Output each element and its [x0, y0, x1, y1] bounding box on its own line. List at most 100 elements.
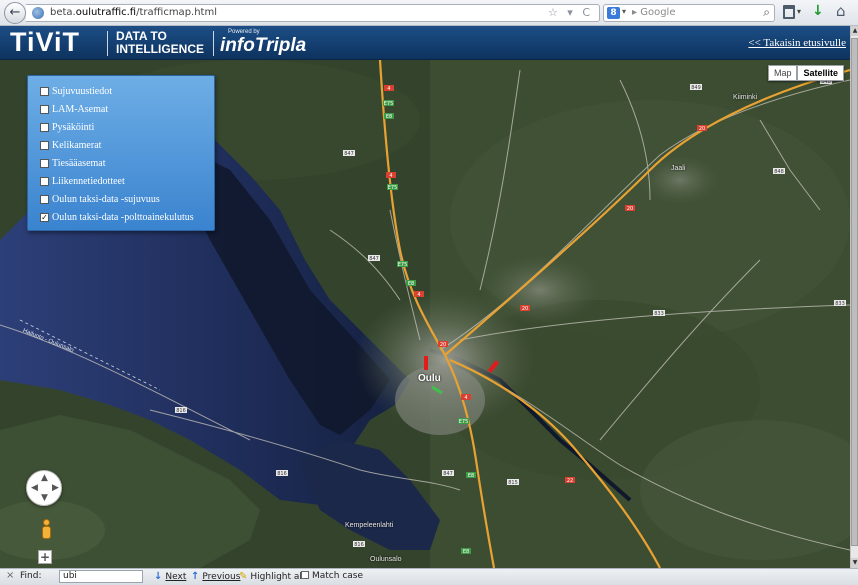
svg-text:833: 833 — [835, 301, 845, 307]
layer-checkbox[interactable] — [40, 195, 49, 204]
download-icon[interactable]: ↓ — [812, 3, 824, 19]
map-label-kempeleenlahti: Kempeleenlahti — [345, 522, 394, 529]
layer-pysakointi[interactable]: Pysäköinti — [28, 121, 214, 139]
svg-text:20: 20 — [699, 126, 705, 132]
map-type-control: Map Satellite — [767, 65, 844, 81]
svg-text:E75: E75 — [459, 419, 469, 425]
page-scrollbar[interactable]: ▲ ▼ — [850, 26, 858, 568]
svg-text:20: 20 — [522, 306, 528, 312]
data-to-intelligence-logo: DATA TO INTELLIGENCE — [116, 29, 205, 56]
match-case-checkbox[interactable]: Match case — [301, 571, 363, 581]
url-text: beta.oulutraffic.fi/trafficmap.html — [50, 7, 217, 18]
svg-text:815: 815 — [508, 480, 518, 486]
find-bar: × Find: ubi ↓Next ↑Previous ✎Highlight a… — [0, 568, 858, 585]
url-bar[interactable]: beta.oulutraffic.fi/trafficmap.html ☆ ▾ … — [26, 4, 600, 22]
layer-checkbox[interactable] — [40, 159, 49, 168]
close-icon[interactable]: × — [6, 570, 15, 581]
layer-sujuvuustiedot[interactable]: Sujuvuustiedot — [28, 85, 214, 103]
svg-text:847: 847 — [344, 151, 354, 157]
infotripla-logo: infoTripla — [220, 35, 307, 56]
map-label-jaali: Jaali — [671, 165, 686, 172]
layer-panel: Sujuvuustiedot LAM-Asemat Pysäköinti Kel… — [27, 75, 215, 231]
zoom-in-button[interactable]: + — [38, 550, 52, 564]
logo-divider — [213, 31, 214, 56]
layer-liikennetiedotteet[interactable]: Liikennetiedotteet — [28, 175, 214, 193]
layer-taksi-sujuvuus[interactable]: Oulun taksi-data -sujuvuus — [28, 193, 214, 211]
layer-checkbox[interactable] — [40, 87, 49, 96]
svg-text:848: 848 — [821, 79, 831, 85]
layer-checkbox[interactable] — [40, 123, 49, 132]
svg-text:4: 4 — [417, 292, 420, 298]
site-identity-icon[interactable] — [32, 7, 44, 19]
svg-text:4: 4 — [387, 86, 390, 92]
map-label-oulunsalo: Oulunsalo — [370, 556, 402, 563]
svg-text:E8: E8 — [463, 549, 469, 555]
layer-checkbox[interactable] — [40, 141, 49, 150]
svg-text:4: 4 — [464, 395, 467, 401]
map-canvas[interactable]: 4 E75 E8 847 4 E75 20 20 849 848 847 E75… — [0, 60, 850, 568]
svg-text:849: 849 — [691, 85, 701, 91]
svg-text:E8: E8 — [408, 281, 414, 287]
pan-down-icon[interactable]: ▼ — [41, 493, 48, 503]
svg-text:847: 847 — [369, 256, 379, 262]
highlighter-icon: ✎ — [239, 571, 248, 582]
svg-text:E75: E75 — [384, 101, 394, 107]
pan-right-icon[interactable]: ▶ — [52, 483, 59, 493]
logo-divider — [107, 31, 108, 56]
layer-tiesaaasemat[interactable]: Tiesääasemat — [28, 157, 214, 175]
svg-text:E75: E75 — [398, 262, 408, 268]
bookmarks-dropdown-icon[interactable]: ▾ — [797, 7, 802, 16]
search-icon[interactable]: ⌕ — [763, 5, 770, 19]
svg-text:847: 847 — [443, 471, 453, 477]
powered-by-label: Powered by — [228, 29, 260, 35]
svg-text:E8: E8 — [386, 114, 392, 120]
layer-checkbox[interactable] — [40, 105, 49, 114]
svg-text:4: 4 — [389, 173, 392, 179]
search-bar[interactable]: 8 ▾ ▸ Google ⌕ — [603, 4, 775, 22]
svg-text:816: 816 — [277, 471, 287, 477]
svg-text:816: 816 — [354, 542, 364, 548]
svg-text:22: 22 — [567, 478, 573, 484]
arrow-down-icon: ↓ — [154, 571, 163, 582]
svg-text:833: 833 — [654, 311, 664, 317]
arrow-up-icon: ↑ — [191, 571, 200, 582]
street-view-pegman-icon[interactable] — [40, 519, 52, 539]
pan-up-icon[interactable]: ▲ — [41, 473, 48, 483]
find-label: Find: — [20, 571, 42, 581]
scroll-thumb[interactable] — [851, 38, 858, 546]
svg-text:816: 816 — [176, 408, 186, 414]
find-next-button[interactable]: ↓Next — [154, 571, 187, 582]
find-input[interactable]: ubi — [59, 570, 143, 583]
pan-control[interactable]: ▲ ◀ ▶ ▼ — [26, 470, 62, 506]
svg-text:E8: E8 — [468, 473, 474, 479]
bookmarks-icon[interactable] — [783, 5, 795, 19]
layer-lam-asemat[interactable]: LAM-Asemat — [28, 103, 214, 121]
home-icon[interactable]: ⌂ — [836, 2, 846, 20]
svg-text:20: 20 — [627, 206, 633, 212]
map-label-kiiminki: Kiiminki — [733, 94, 758, 101]
tivit-logo: TiViT — [10, 27, 81, 57]
layer-kelikamerat[interactable]: Kelikamerat — [28, 139, 214, 157]
scroll-down-icon[interactable]: ▼ — [851, 558, 858, 568]
back-to-home-link[interactable]: << Takaisin etusivulle — [748, 37, 846, 49]
map-label-oulu: Oulu — [418, 373, 441, 384]
highlight-all-button[interactable]: ✎Highlight all — [239, 571, 305, 582]
engine-dropdown-icon[interactable]: ▾ — [622, 7, 627, 16]
map-type-satellite-button[interactable]: Satellite — [797, 65, 844, 81]
find-previous-button[interactable]: ↑Previous — [191, 571, 241, 582]
search-placeholder: ▸ Google — [632, 7, 676, 18]
back-button[interactable]: ← — [4, 2, 26, 24]
back-arrow-icon: ← — [9, 5, 21, 20]
svg-text:20: 20 — [440, 342, 446, 348]
svg-text:E75: E75 — [388, 185, 398, 191]
layer-taksi-polttoainekulutus[interactable]: ✓Oulun taksi-data -polttoainekulutus — [40, 212, 194, 223]
layer-checkbox-checked[interactable]: ✓ — [40, 213, 49, 222]
pan-left-icon[interactable]: ◀ — [31, 483, 38, 493]
reload-icon[interactable]: ☆ ▾ C — [547, 6, 593, 19]
svg-text:848: 848 — [774, 169, 784, 175]
map-type-map-button[interactable]: Map — [767, 65, 798, 81]
layer-checkbox[interactable] — [40, 177, 49, 186]
google-engine-icon[interactable]: 8 — [607, 7, 620, 19]
browser-toolbar: ← beta.oulutraffic.fi/trafficmap.html ☆ … — [0, 0, 858, 26]
scroll-up-icon[interactable]: ▲ — [851, 26, 858, 36]
